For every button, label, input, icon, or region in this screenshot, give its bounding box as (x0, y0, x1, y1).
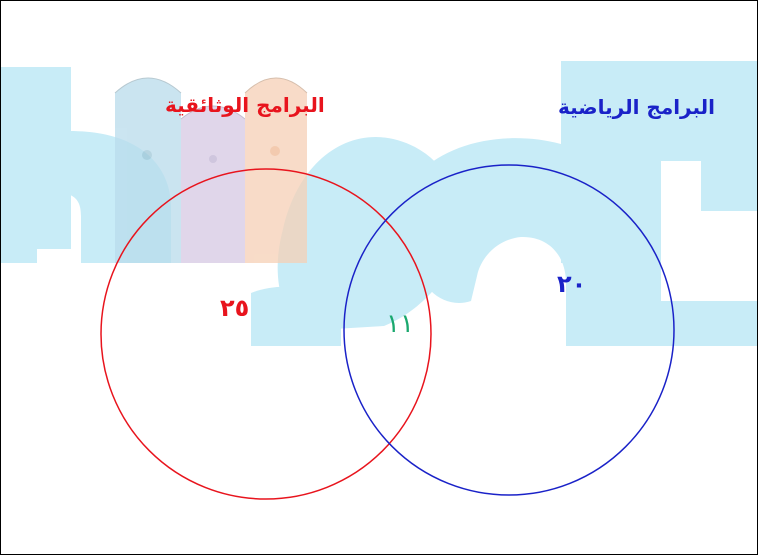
documentary-set-circle (100, 168, 432, 500)
documentary-programs-label: البرامج الوثائقية (165, 93, 325, 117)
pencils-icon (114, 77, 308, 263)
sports-programs-label: البرامج الرياضية (558, 95, 716, 119)
documentary-only-count: ٢٥ (220, 294, 250, 322)
sports-set-circle (343, 164, 675, 496)
intersection-count: ١١ (386, 309, 414, 339)
sports-only-count: ٢٠ (557, 270, 587, 298)
